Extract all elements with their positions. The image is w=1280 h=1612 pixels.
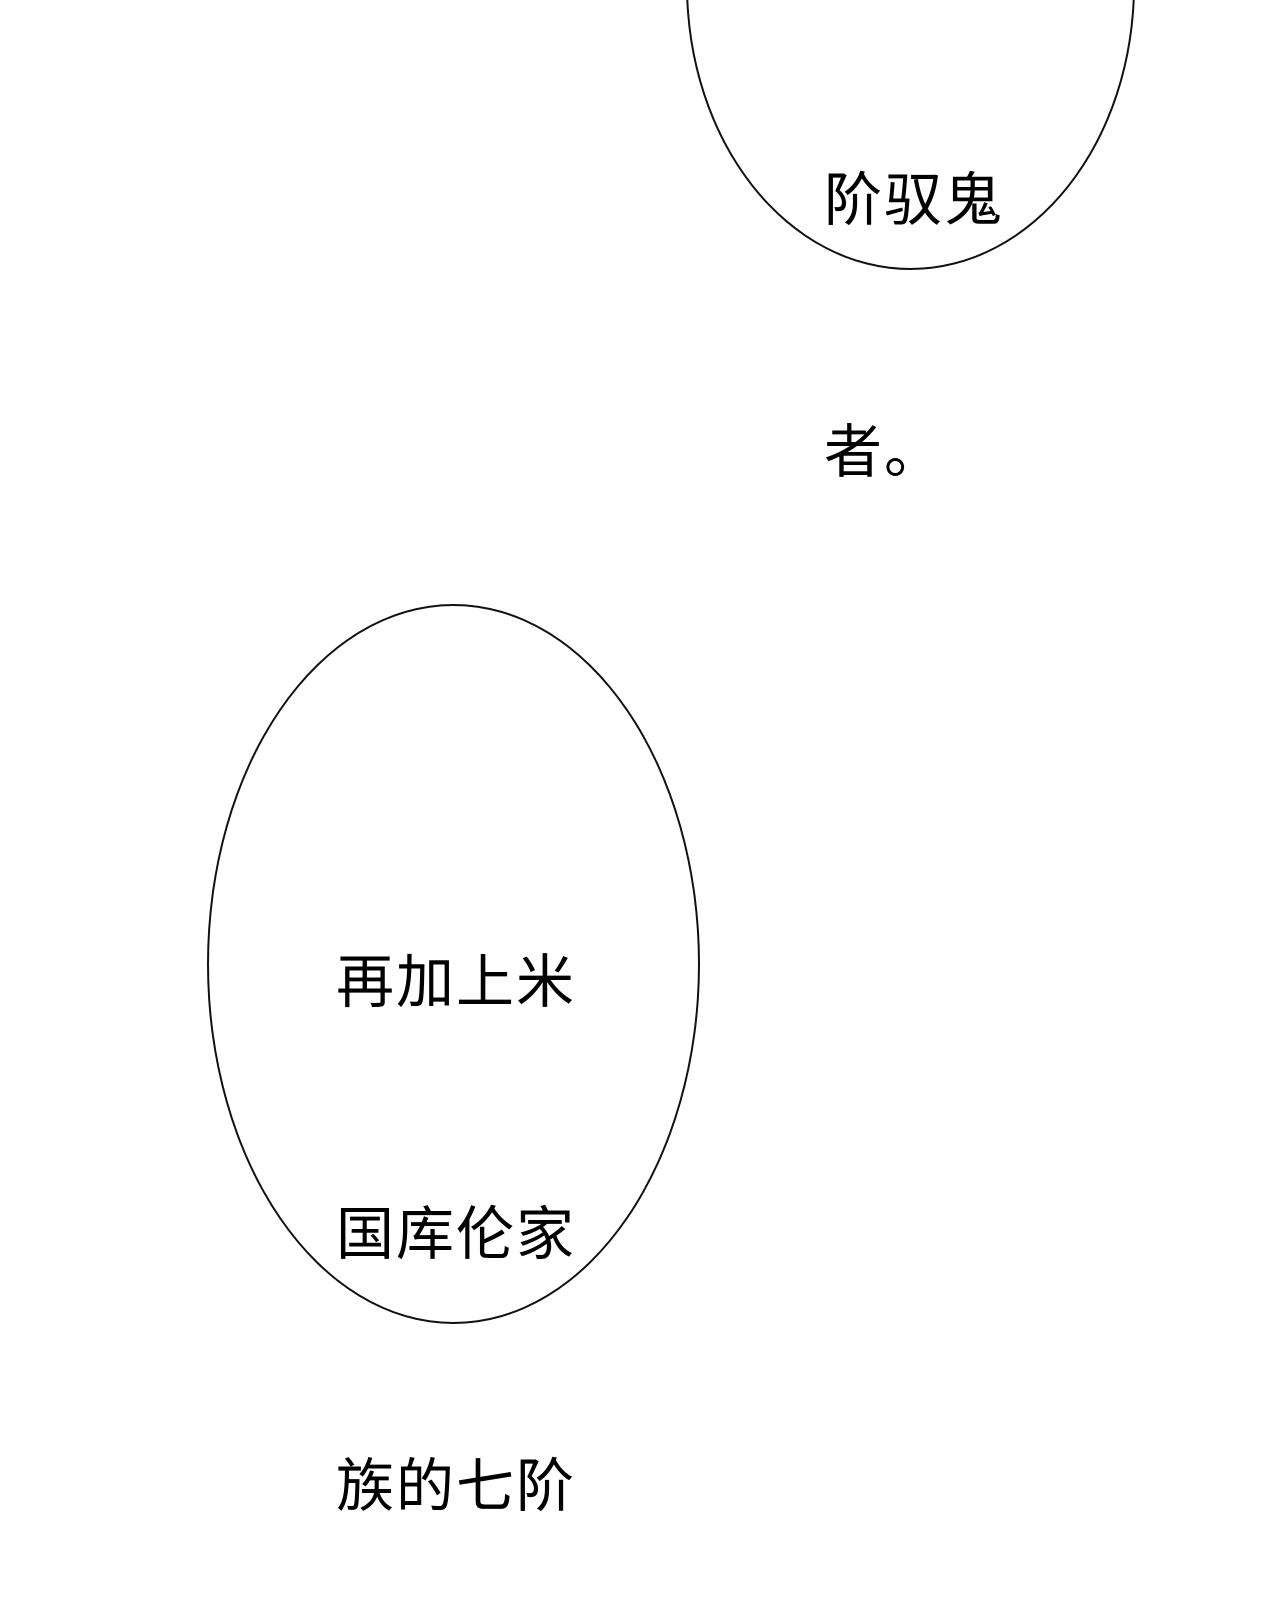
speech-line: 国库伦家 — [336, 1200, 577, 1268]
speech-line: 阶驭鬼 — [824, 166, 1005, 234]
speech-text-top: 阶驭鬼 者。 — [824, 0, 1004, 578]
speech-line: 再加上米 — [336, 948, 577, 1016]
speech-text-bottom: 再加上米 国库伦家 族的七阶 — [336, 772, 576, 1612]
speech-line: 族的七阶 — [336, 1452, 577, 1520]
speech-line: 者。 — [824, 418, 945, 486]
